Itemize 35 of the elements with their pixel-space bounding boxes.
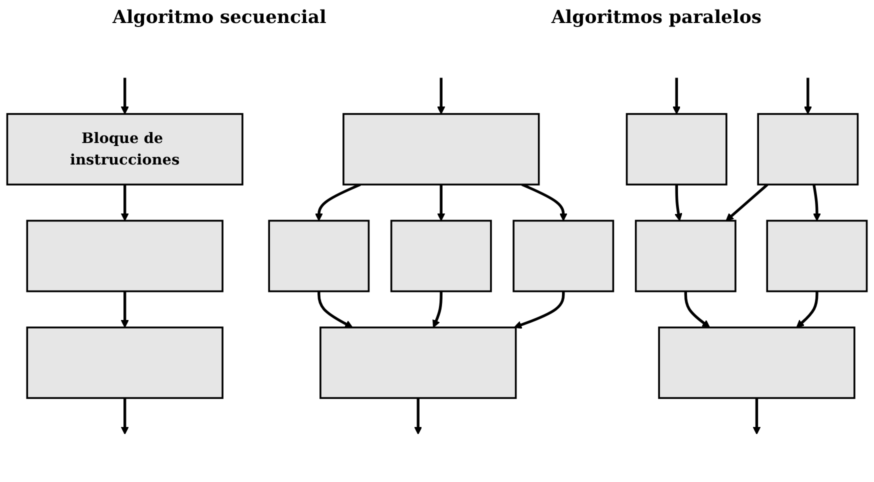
arrow	[514, 291, 565, 329]
arrow	[437, 184, 446, 222]
empty-box	[26, 326, 224, 399]
arrow	[752, 398, 761, 435]
arrow	[432, 291, 442, 328]
arrow	[796, 291, 818, 328]
arrow	[726, 184, 768, 222]
arrow	[414, 398, 422, 435]
arrow	[672, 78, 681, 114]
column-heading: Algoritmos paralelos	[551, 6, 762, 28]
empty-box	[512, 220, 614, 292]
arrow	[120, 398, 129, 435]
arrow	[120, 78, 129, 114]
arrow	[684, 291, 710, 328]
empty-box	[634, 220, 736, 292]
empty-box	[658, 326, 856, 399]
arrow	[120, 291, 129, 328]
arrow	[812, 184, 821, 222]
column-heading: Algoritmo secuencial	[112, 6, 326, 28]
arrow	[314, 183, 361, 222]
empty-box	[626, 113, 728, 186]
empty-box	[26, 220, 224, 292]
empty-box	[320, 326, 517, 399]
arrow	[521, 183, 568, 222]
arrow	[674, 184, 682, 222]
empty-box	[766, 220, 868, 292]
arrow	[437, 78, 446, 114]
empty-box	[757, 113, 859, 186]
process-box: Bloque de instrucciones	[6, 113, 244, 186]
arrow	[804, 78, 812, 114]
arrow	[318, 291, 353, 328]
arrow	[120, 184, 129, 222]
empty-box	[268, 220, 370, 292]
empty-box	[390, 220, 492, 292]
empty-box	[342, 113, 540, 186]
